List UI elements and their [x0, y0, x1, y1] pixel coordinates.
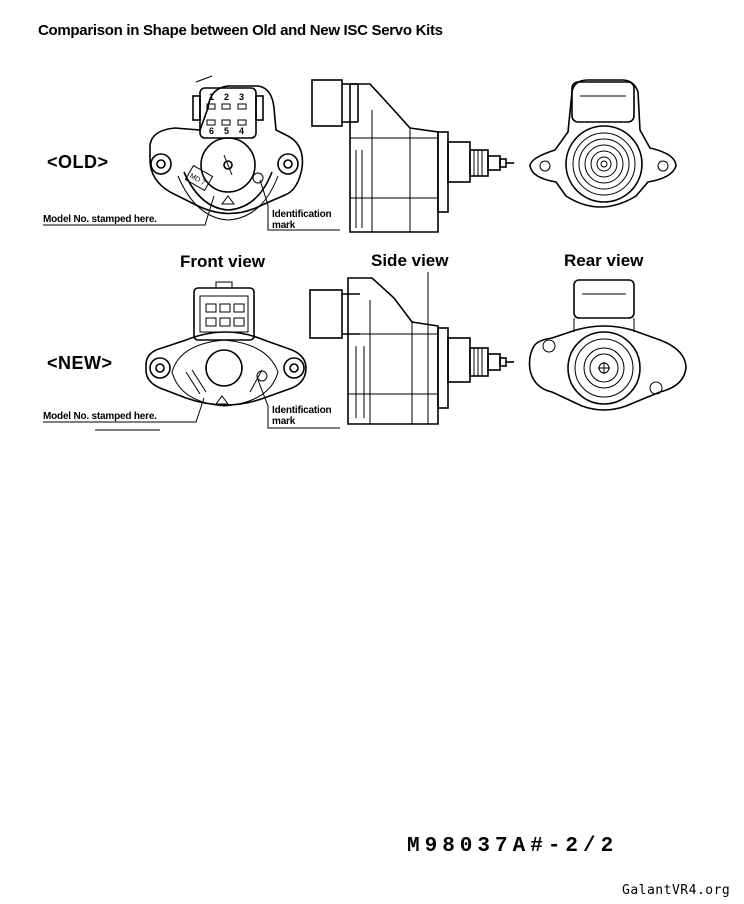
old-side-view: [311, 79, 514, 233]
pin-label-6: 6: [209, 126, 214, 136]
pin-label-5: 5: [224, 126, 229, 136]
page-title: Comparison in Shape between Old and New …: [38, 22, 443, 39]
old-identification-line1: Identification: [272, 209, 332, 220]
pin-label-4: 4: [239, 126, 244, 136]
rear-view-label: Rear view: [564, 251, 644, 270]
old-variant-label: <OLD>: [47, 152, 109, 172]
old-identification-line2: mark: [272, 220, 296, 231]
pin-label-1: 1: [209, 92, 214, 102]
new-identification-line2: mark: [272, 416, 296, 427]
new-rear-view: [528, 279, 687, 411]
footer-watermark: GalantVR4.org: [622, 883, 731, 898]
new-variant-label: <NEW>: [47, 353, 113, 373]
new-front-view: [43, 281, 340, 431]
pin-label-3: 3: [239, 92, 244, 102]
new-model-no-callout: Model No. stamped here.: [43, 411, 157, 422]
document-number: M98037A#-2/2: [407, 835, 619, 858]
old-front-view: MD 7: [43, 75, 340, 231]
side-view-label: Side view: [371, 251, 449, 270]
front-view-label: Front view: [180, 252, 266, 271]
old-model-no-callout: Model No. stamped here.: [43, 214, 157, 225]
new-identification-callout: Identification mark: [272, 405, 332, 427]
new-side-view: [309, 272, 514, 425]
old-rear-view: [529, 79, 677, 208]
new-identification-line1: Identification: [272, 405, 332, 416]
pin-label-2: 2: [224, 92, 229, 102]
old-identification-callout: Identification mark: [272, 209, 332, 231]
